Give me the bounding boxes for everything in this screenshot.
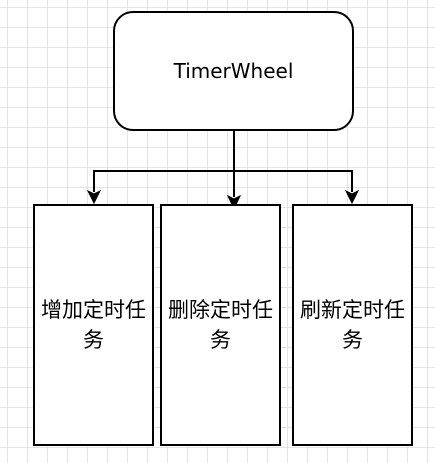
- child-node-label: 增加定时任务: [41, 298, 146, 352]
- child-node-refresh-timer-task[interactable]: 刷新定时任务: [292, 204, 413, 446]
- root-node-label: TimerWheel: [173, 59, 294, 83]
- child-node-label: 刷新定时任务: [300, 298, 405, 352]
- arrowhead-icon-3: [344, 189, 360, 205]
- child-node-delete-timer-task[interactable]: 删除定时任务: [160, 204, 281, 446]
- child-node-add-timer-task[interactable]: 增加定时任务: [33, 204, 154, 446]
- child-node-label: 删除定时任务: [168, 298, 273, 352]
- root-node-timerwheel[interactable]: TimerWheel: [113, 11, 354, 131]
- arrowhead-icon-1: [86, 189, 102, 205]
